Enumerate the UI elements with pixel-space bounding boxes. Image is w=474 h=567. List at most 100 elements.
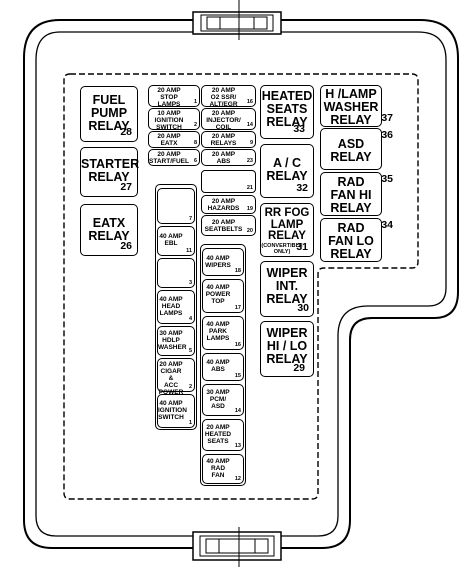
- relay-label: RELAY: [88, 170, 130, 184]
- fuse-label: FAN: [211, 472, 225, 479]
- fuse-label: EBL: [164, 240, 178, 247]
- fuse-label: O2 SSR/: [210, 94, 237, 101]
- component-area-dashed: [63, 73, 419, 500]
- fuse-7-empty: 7: [157, 188, 195, 224]
- relay-label: RAD: [337, 221, 365, 235]
- housing-inner: [35, 31, 447, 537]
- fuse-number: 3: [188, 280, 192, 286]
- relay-label: RELAY: [330, 113, 372, 127]
- fuse-label: TOP: [211, 298, 225, 305]
- fuse-label: HEAD: [161, 303, 181, 310]
- relay-number: 33: [293, 123, 305, 135]
- fuse-3-empty: 3: [157, 258, 195, 288]
- fuse-label: EATX: [160, 140, 178, 147]
- fuse-label: HAZARDS: [207, 205, 240, 212]
- fuse-label: 40 AMP: [206, 284, 230, 291]
- fuse-number: 2: [188, 384, 192, 390]
- fuse-label: 20 AMP: [211, 219, 236, 226]
- fuse-label: POWER: [205, 291, 231, 298]
- fuse-label: POWER: [158, 389, 184, 396]
- fuse-label: HDLP: [162, 337, 180, 344]
- fuse-number: 23: [246, 158, 253, 164]
- fuse-label: IGNITION: [158, 407, 187, 414]
- fuse-label: RAD: [210, 465, 226, 472]
- relay-label: FUEL: [92, 93, 126, 107]
- relay-number: 29: [293, 362, 305, 374]
- relay-number: 26: [120, 240, 132, 252]
- fuse-label: ACC: [163, 382, 179, 389]
- relay-number: 30: [297, 302, 309, 314]
- fuse-label: HEATED: [204, 431, 232, 438]
- fuse-label: 40 AMP: [206, 255, 230, 262]
- fuse-label: ASD: [211, 403, 225, 410]
- fuse-label: 40 AMP: [159, 233, 183, 240]
- fuse-number: 16: [246, 99, 253, 105]
- relay-label: SEATS: [266, 102, 308, 116]
- relay-label: RELAY: [88, 229, 130, 243]
- fuse-label: LAMPS: [159, 310, 183, 317]
- fuse-number: 1: [193, 99, 197, 105]
- fuse-label: ABS: [211, 366, 225, 373]
- fuse-number: 1: [188, 420, 192, 426]
- fuse-label: LAMPS: [206, 335, 230, 342]
- fuse-number: 9: [249, 140, 253, 146]
- fuse-label: SWITCH: [158, 414, 184, 421]
- relay-label: FAN HI: [330, 188, 372, 202]
- relay-label: RELAY: [330, 247, 372, 261]
- fuse-number: 6: [193, 158, 197, 164]
- fuse-label: 20 AMP: [211, 87, 236, 94]
- fuse-label: 40 AMP: [159, 296, 183, 303]
- relay-label: RELAY: [266, 292, 308, 306]
- fuse-number: 12: [234, 476, 241, 482]
- relay-label: ASD: [337, 137, 365, 151]
- fuse-label: 40 AMP: [206, 458, 230, 465]
- fuse-number: 7: [188, 216, 192, 222]
- relay-number: 27: [120, 181, 132, 193]
- relay-label: WIPER: [266, 326, 308, 340]
- fuse-label: 20 AMP: [157, 133, 181, 140]
- fuse-label: RELAYS: [210, 140, 237, 147]
- fuse-number: 20: [246, 228, 253, 234]
- relay-label: WASHER: [323, 100, 379, 114]
- relay-label: LAMP: [270, 218, 304, 231]
- fuse-label: IGNITION: [154, 117, 184, 124]
- fuse-label: 20 AMP: [211, 133, 236, 140]
- fuse-number: 18: [234, 268, 241, 274]
- relay-label: PUMP: [90, 106, 128, 120]
- relay-label: STARTER: [81, 157, 140, 171]
- fuse-label: 40 AMP: [206, 359, 230, 366]
- relay-number: 34: [381, 219, 393, 231]
- relay-label: EATX: [92, 216, 126, 230]
- fuse-label: SEATS: [207, 438, 229, 445]
- relay-number: 35: [381, 173, 393, 185]
- fuse-number: 2: [193, 122, 197, 128]
- fuse-label: 30 AMP: [159, 330, 183, 337]
- fuse-label: PARK: [209, 328, 227, 335]
- relay-number: 36: [381, 129, 393, 141]
- relay-number: 31: [296, 241, 308, 253]
- relay-label: RELAY: [88, 119, 130, 133]
- fuse-number: 14: [246, 122, 253, 128]
- fuse-label: 20 AMP: [159, 361, 183, 368]
- fuse-number: 5: [188, 348, 192, 354]
- relay-number: 28: [120, 126, 132, 138]
- relay-label: HI / LO: [266, 339, 308, 353]
- relay-number: 32: [296, 182, 308, 194]
